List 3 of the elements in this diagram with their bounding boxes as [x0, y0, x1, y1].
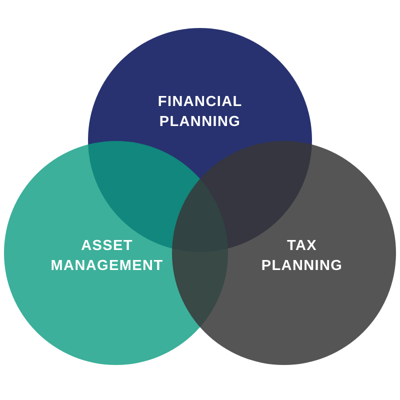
circle-label: TAX PLANNING: [261, 237, 343, 276]
circle-label: FINANCIAL PLANNING: [158, 93, 242, 132]
circle-label: ASSET MANAGEMENT: [50, 237, 164, 276]
